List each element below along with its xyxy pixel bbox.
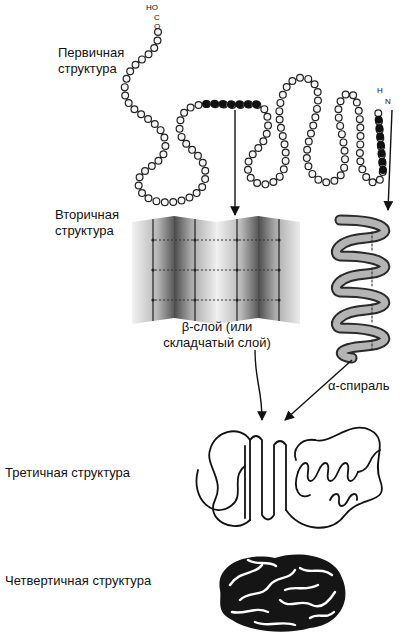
atom-label: C	[154, 13, 164, 22]
structure-node: Четвертичная структура	[215, 552, 350, 634]
flow-arrow	[388, 110, 392, 210]
structure-label: Третичная структура	[5, 465, 155, 481]
flow-arrow	[255, 350, 262, 420]
alpha-helix	[336, 220, 384, 358]
tertiary-fold	[196, 428, 382, 528]
atom-label: O	[154, 22, 164, 31]
structure-node: Первичная структура	[140, 0, 400, 110]
quaternary-complex	[219, 555, 345, 632]
structure-node: Третичная структура	[195, 420, 390, 540]
atom-label: N	[385, 97, 395, 106]
beta-sheet	[132, 216, 300, 324]
structure-label: β-слой (или складчатый слой)	[147, 319, 287, 351]
flow-arrow	[234, 110, 235, 215]
flow-arrow	[285, 360, 352, 420]
structure-label: Четвертичная структура	[5, 573, 170, 589]
atom-label: HO	[146, 3, 166, 12]
amino-acid-chain	[125, 32, 383, 202]
atom-label: H	[377, 86, 387, 95]
structure-node: α-спираль	[325, 210, 400, 360]
level-label: Вторичная структура	[55, 207, 135, 239]
structure-label: α-спираль	[328, 378, 401, 394]
structure-label: Первичная структура	[58, 45, 138, 77]
structure-node: β-слой (или складчатый слой)	[130, 215, 305, 350]
